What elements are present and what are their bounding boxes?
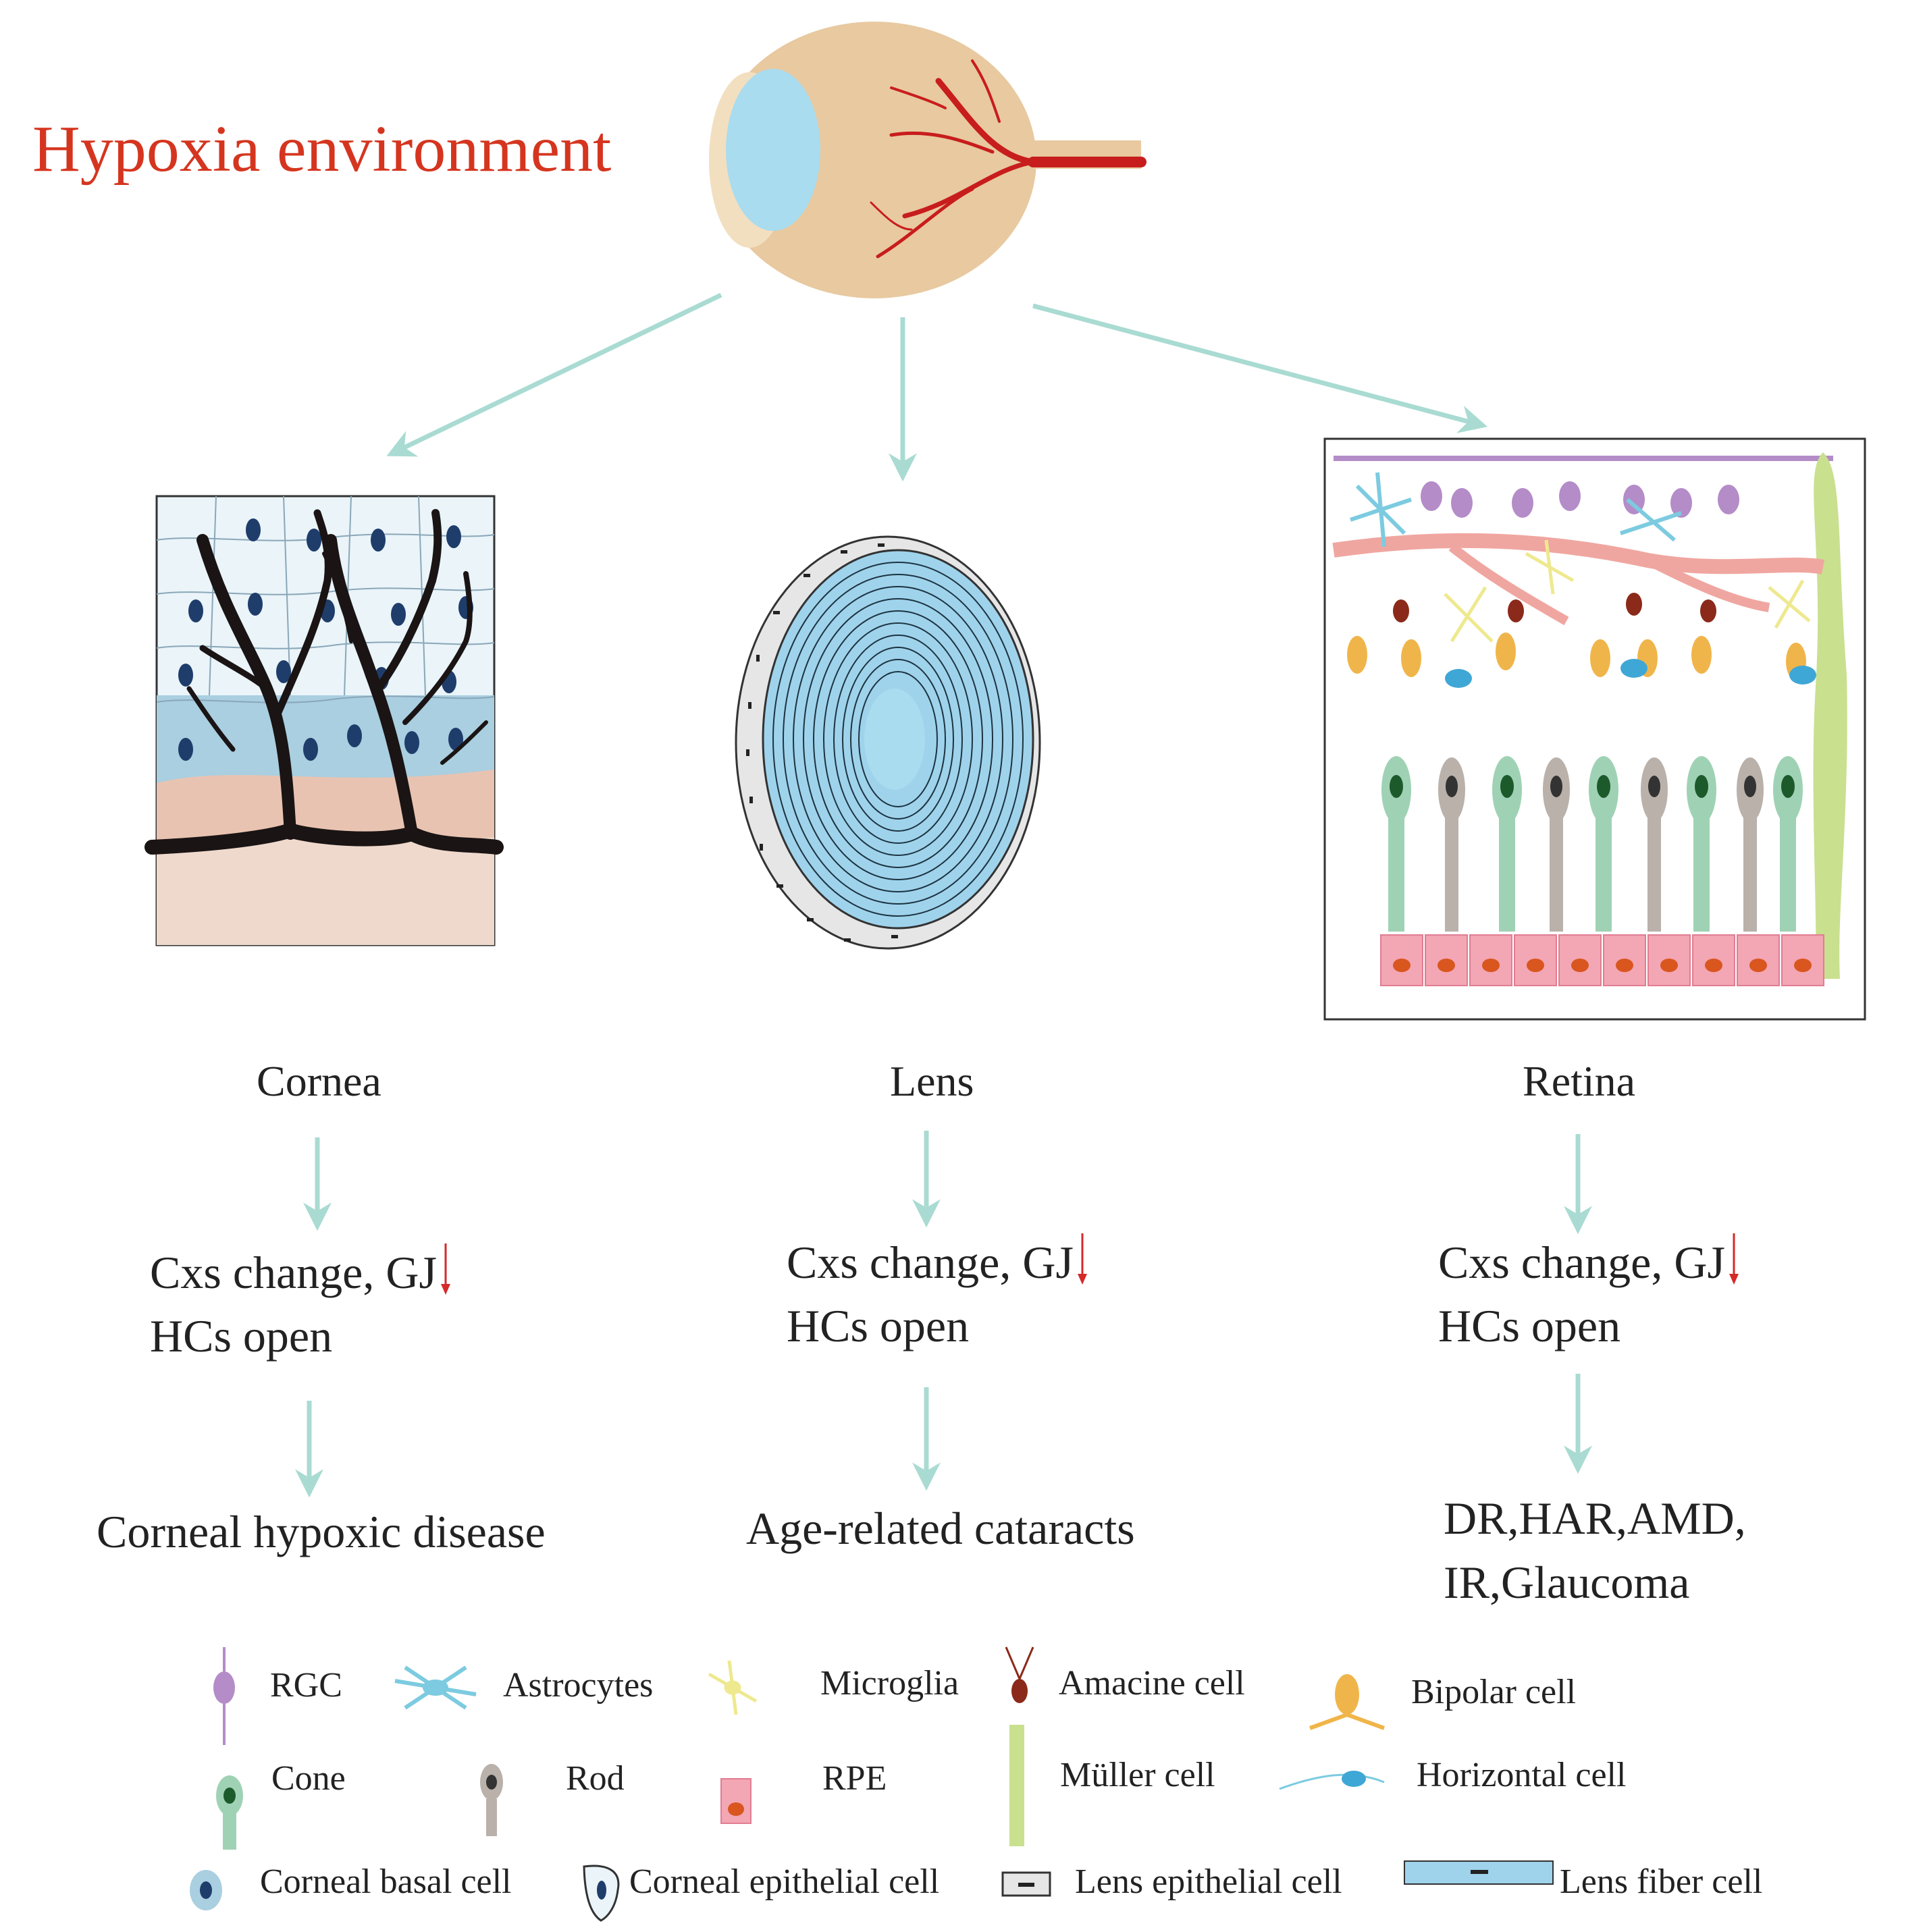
rgc-icon bbox=[213, 1647, 235, 1745]
amacrine-icon bbox=[1005, 1646, 1034, 1703]
corneal-epithelial-icon bbox=[583, 1864, 620, 1922]
legend-lens-fiber-label: Lens fiber cell bbox=[1560, 1862, 1763, 1901]
legend-amacrine-label: Amacine cell bbox=[1059, 1664, 1245, 1702]
retina-label: Retina bbox=[1523, 1057, 1636, 1105]
gj-decrease-arrow-icon bbox=[1075, 1232, 1090, 1286]
cornea-illustration bbox=[144, 495, 504, 946]
legend-horizontal-label: Horizontal cell bbox=[1417, 1756, 1627, 1794]
legend-rgc-label: RGC bbox=[270, 1666, 342, 1705]
gj-decrease-arrow-icon bbox=[1726, 1232, 1741, 1286]
legend-astrocytes-label: Astrocytes bbox=[503, 1666, 654, 1705]
legend-rod-label: Rod bbox=[566, 1759, 625, 1798]
bipolar-icon bbox=[1309, 1674, 1386, 1730]
arrow-to-retina bbox=[1032, 303, 1488, 433]
cornea-mechanism-line2: HCs open bbox=[150, 1310, 333, 1362]
retina-mechanism-line2: HCs open bbox=[1438, 1300, 1621, 1351]
legend-microglia-label: Microglia bbox=[820, 1664, 959, 1702]
microglia-icon bbox=[708, 1660, 758, 1715]
arrow-to-cornea bbox=[386, 292, 722, 457]
legend-muller-label: Müller cell bbox=[1060, 1756, 1215, 1794]
legend-icons bbox=[190, 1646, 1554, 1922]
flow-arrows bbox=[295, 292, 1592, 1498]
lens-mechanism-line2: HCs open bbox=[787, 1300, 970, 1351]
corneal-basal-icon bbox=[190, 1870, 222, 1910]
retina-outcome-line1: DR,HAR,AMD, bbox=[1444, 1493, 1746, 1544]
legend-rpe-label: RPE bbox=[822, 1759, 887, 1798]
eye-illustration bbox=[709, 22, 1146, 298]
lens-label: Lens bbox=[890, 1057, 974, 1105]
retina-outcome-line2: IR,Glaucoma bbox=[1444, 1557, 1690, 1608]
rod-icon bbox=[480, 1764, 503, 1836]
lens-fiber-icon bbox=[1404, 1860, 1554, 1885]
muller-icon bbox=[1009, 1725, 1024, 1846]
legend-corneal-epithelial-label: Corneal epithelial cell bbox=[629, 1862, 940, 1901]
diagram-title: Hypoxia environment bbox=[32, 113, 612, 186]
cornea-mechanism-line1: Cxs change, GJ bbox=[150, 1242, 453, 1299]
cornea-label: Cornea bbox=[257, 1057, 381, 1105]
legend-lens-epithelial-label: Lens epithelial cell bbox=[1075, 1862, 1342, 1901]
cornea-outcome: Corneal hypoxic disease bbox=[97, 1506, 546, 1557]
retina-illustration bbox=[1323, 437, 1866, 1021]
lens-epithelial-icon bbox=[1001, 1871, 1051, 1897]
astrocyte-icon bbox=[394, 1665, 477, 1710]
cone-icon bbox=[216, 1775, 243, 1850]
lens-outcome: Age-related cataracts bbox=[746, 1503, 1135, 1554]
horizontal-icon bbox=[1279, 1771, 1385, 1790]
legend-corneal-basal-label: Corneal basal cell bbox=[260, 1862, 512, 1901]
lens-mechanism-line1: Cxs change, GJ bbox=[787, 1232, 1090, 1289]
legend-cone-label: Cone bbox=[271, 1759, 346, 1798]
retina-mechanism-line1: Cxs change, GJ bbox=[1438, 1232, 1741, 1289]
gj-decrease-arrow-icon bbox=[438, 1242, 453, 1296]
rpe-icon bbox=[720, 1778, 751, 1824]
legend-bipolar-label: Bipolar cell bbox=[1411, 1673, 1577, 1711]
lens-illustration bbox=[735, 535, 1041, 950]
